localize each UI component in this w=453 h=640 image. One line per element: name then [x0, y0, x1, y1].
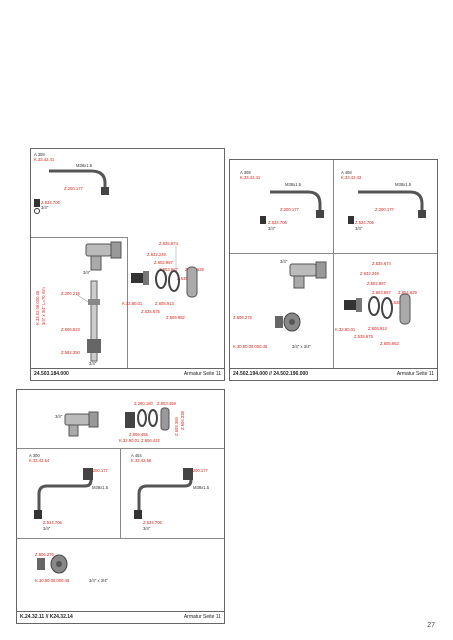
spout-nut-size: 3/4" [43, 526, 51, 531]
spout-model: A 408 [341, 170, 352, 175]
spout-nut-size: 3/4" [143, 526, 151, 531]
spout-code: K.33.42.56 [131, 458, 152, 463]
panel-footer-note: Armatur Seite 11 [183, 371, 221, 377]
spout-nut-size: 3/4" [268, 226, 276, 231]
divider [120, 448, 121, 538]
panel-footer-code: K.24.32.11 // K24.32.14 [20, 614, 73, 620]
spout-nut: Z.534.706 [43, 520, 62, 525]
spout-washer: Z.200.177 [375, 207, 394, 212]
part-label: Z.606.455 [129, 432, 148, 437]
spout-washer: Z.200.177 [89, 468, 108, 473]
rosette-code: Z.606.276 [35, 552, 54, 557]
spout-drawing [260, 190, 324, 224]
panel-footer-code: 24.502.194.000 // 24.502.196.000 [233, 371, 309, 377]
spout-thread: M38x1.5 [395, 182, 412, 187]
panel-c: 3/4" Z.200.180 Z.603.459 Z.606.455 K.32.… [16, 389, 225, 624]
part-label: Z.605.952 [166, 315, 185, 320]
valve-size: 3/4" [280, 259, 288, 264]
part-label: Z.605.913 [368, 326, 387, 331]
spout-code: K.33.42.41 [240, 175, 261, 180]
part-label: Z.605.913 [155, 301, 174, 306]
rosette-code: Z.606.276 [233, 315, 252, 320]
divider [31, 237, 128, 238]
spout-washer: Z.200.177 [189, 468, 208, 473]
spout-code: K.33.42.41 [34, 157, 55, 162]
panel-a: A 308 K.33.42.41 M38x1.5 Z.200.177 Z.534… [30, 148, 225, 381]
spout-model: A 454 [131, 453, 142, 458]
part-label: Z.535.675 [354, 334, 373, 339]
spout-washer: Z.200.177 [280, 207, 299, 212]
part-label: Z.602.987 [367, 281, 386, 286]
part-label: Z.535.674 [372, 261, 391, 266]
panel-footer-note: Armatur Seite 11 [183, 614, 221, 620]
spout-nut: Z.534.706 [268, 220, 287, 225]
panel-b: A 308 K.33.42.41 M38x1.5 Z.200.177 Z.534… [229, 159, 438, 381]
spout-code: K.33.42.43 [341, 175, 362, 180]
panel-footer: 24.502.194.000 // 24.502.196.000 Armatur… [230, 368, 437, 380]
rosette-fitting: K.30.90.00.000.46 [233, 344, 268, 349]
part-label: K.32.90.01 [119, 438, 140, 443]
spout-drawing [34, 169, 109, 214]
part-label: Z.605.952 [380, 341, 399, 346]
panel-footer: K.24.32.11 // K24.32.14 Armatur Seite 11 [17, 611, 224, 623]
rosette-fitting-size: 3/4" x 3/4" [89, 578, 109, 583]
part-label: Z.632.249 [360, 271, 379, 276]
spout-thread: M38x1.5 [92, 485, 109, 490]
spout-model: A 308 [34, 152, 45, 157]
part-label: Z.654.629 [398, 290, 417, 295]
pipe-top: Z.200.276 [61, 291, 80, 296]
pipe-drawing [75, 280, 101, 362]
panel-footer: 24.503.184.000 Armatur Seite 11 [31, 368, 224, 380]
spout-thread: M38x1.5 [193, 485, 210, 490]
panel-footer-note: Armatur Seite 11 [396, 371, 434, 377]
spout-model: A 300 [29, 453, 40, 458]
spout-nut: Z.534.706 [355, 220, 374, 225]
rosette-fitting: K.30.90.00.000.46 [35, 578, 70, 583]
part-label: Z.535.675 [141, 309, 160, 314]
spout-code: K.33.42.54 [29, 458, 50, 463]
part-label: Z.535.674 [159, 241, 178, 246]
rosette-drawing [37, 554, 68, 574]
spout-thread: M38x1.5 [76, 163, 93, 168]
part-label: Z.535.676 [177, 276, 196, 281]
part-label: Z.603.667 [372, 290, 391, 295]
part-label: Z.602.987 [154, 260, 173, 265]
pipe-mid: Z.606.623 [61, 327, 80, 332]
valve-size: 3/4" [83, 270, 91, 275]
spout-washer: Z.200.177 [64, 186, 83, 191]
divider [127, 237, 128, 369]
spout-nut: Z.534.706 [143, 520, 162, 525]
part-label: Z.632.249 [147, 252, 166, 257]
part-label: Z.603.667 [159, 267, 178, 272]
rosette-fitting-size: 3/4" x 3/4" [292, 344, 312, 349]
spout-drawing [34, 468, 93, 519]
exploded-parts-drawing [344, 293, 411, 325]
exploded-parts-drawing [125, 407, 170, 431]
pipe-bottom-size: 3/4" [89, 361, 97, 366]
spout-model: A 308 [240, 170, 251, 175]
part-label: K.32.80.01 [122, 301, 143, 306]
pipe-bottom: Z.592.350 [61, 350, 80, 355]
page-number: 27 [427, 622, 435, 629]
panel-footer-code: 24.503.184.000 [34, 371, 69, 377]
spout-nut: Z.534.706 [41, 200, 60, 205]
spout-nut-size: 3/4" [41, 205, 49, 210]
spout-nut-size: 3/4" [355, 226, 363, 231]
part-label: Z.606.422 [141, 438, 160, 443]
part-label: K.32.80.01 [335, 327, 356, 332]
part-label: Z.535.676 [390, 300, 409, 305]
spout-drawing [348, 190, 426, 224]
valve-drawing [64, 411, 99, 437]
spout-thread: M38x1.5 [285, 182, 302, 187]
part-label: Z.603.459 [157, 401, 176, 406]
divider [333, 160, 334, 369]
spout-drawing [134, 468, 193, 519]
exploded-parts-drawing [131, 246, 198, 298]
part-label: Z.200.180 [134, 401, 153, 406]
valve-drawing [275, 261, 327, 332]
divider [17, 538, 224, 539]
valve-drawing [85, 241, 122, 271]
valve-size: 3/4" [55, 414, 63, 419]
